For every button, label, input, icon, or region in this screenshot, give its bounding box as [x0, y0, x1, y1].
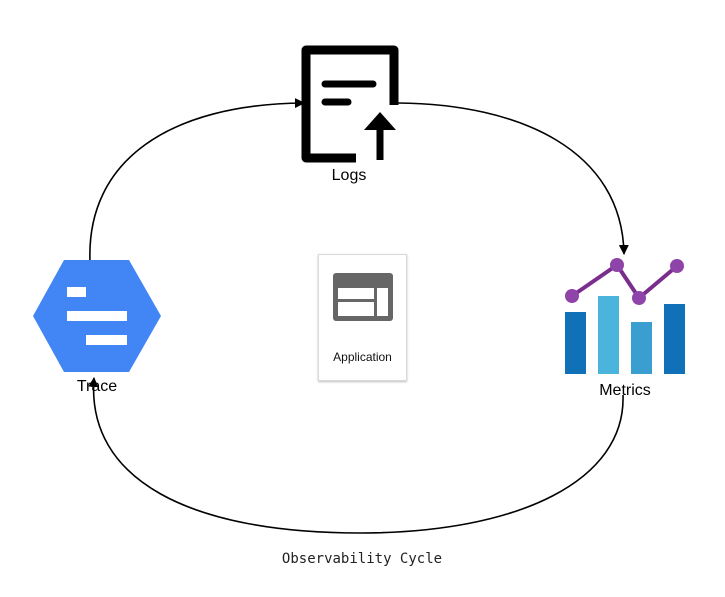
application-node: Application	[318, 254, 407, 381]
edge-metrics-to-trace	[88, 377, 624, 534]
edge-trace-to-logs	[89, 98, 305, 263]
log-upload-icon	[301, 45, 399, 163]
diagram-caption: Observability Cycle	[281, 551, 443, 567]
metrics-label: Metrics	[599, 382, 651, 399]
bar-line-chart-icon	[565, 258, 685, 374]
edge-logs-to-metrics	[397, 102, 629, 255]
application-label: Application	[333, 350, 392, 364]
trace-hexagon-icon	[33, 260, 161, 372]
application-window-icon	[333, 273, 393, 321]
trace-label: Trace	[76, 378, 118, 395]
logs-label: Logs	[331, 167, 367, 184]
